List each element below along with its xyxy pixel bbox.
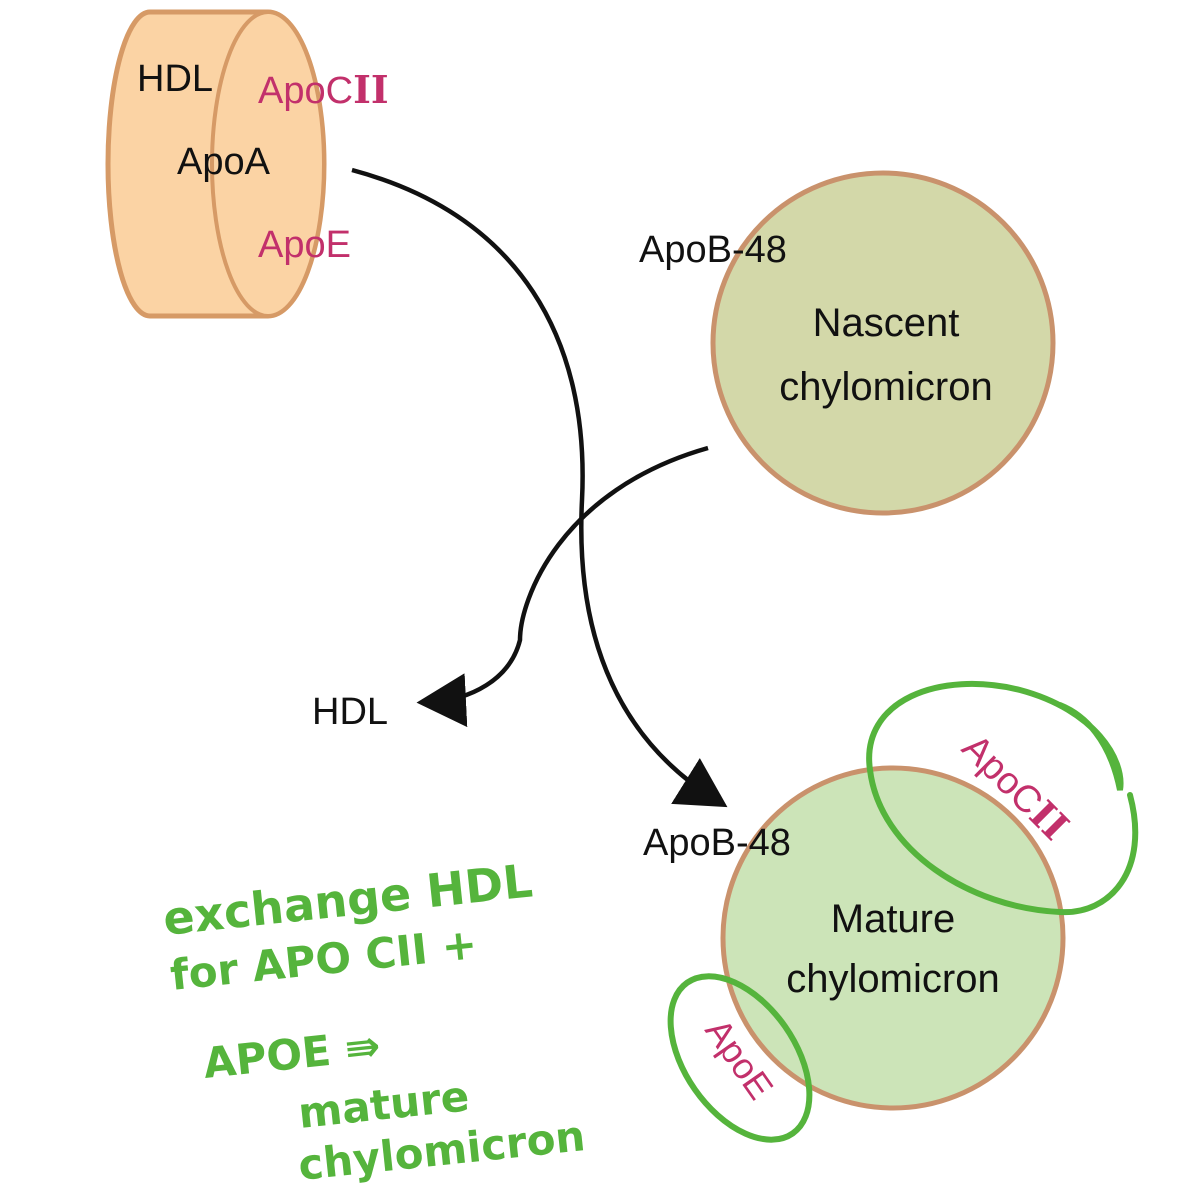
hdl-apoe-label: ApoE (258, 224, 351, 266)
nascent-apob48-label: ApoB-48 (639, 229, 787, 271)
arrow-to-mature-chylomicron (351, 167, 728, 808)
nascent-label-line2: chylomicron (779, 365, 992, 409)
hdl-cylinder-face (210, 10, 326, 318)
mature-label-line2: chylomicron (786, 957, 999, 1001)
mature-chylomicron (720, 765, 1066, 1111)
note-line3: APOE ⇛ (201, 1021, 383, 1088)
annotation-loop-apocii (866, 680, 1139, 916)
hdl-apoc-numeral: II (353, 67, 389, 112)
mature-label-line1: Mature (831, 897, 956, 941)
handwritten-note: exchange HDL for APO CII + APOE ⇛ mature… (161, 853, 588, 1189)
nascent-label-line1: Nascent (813, 301, 960, 345)
hdl-product-label: HDL (312, 691, 388, 733)
nascent-chylomicron (710, 170, 1056, 516)
mature-apob48-label: ApoB-48 (643, 822, 791, 864)
hdl-apocii-label: ApoCII (258, 67, 389, 112)
hdl-apoc-text: ApoC (258, 70, 353, 112)
hdl-apoa-label: ApoA (177, 141, 271, 183)
annotation-loop-apoe (667, 973, 813, 1143)
arrow-to-hdl (416, 445, 709, 728)
hdl-particle (105, 9, 327, 319)
hdl-label: HDL (137, 58, 213, 100)
